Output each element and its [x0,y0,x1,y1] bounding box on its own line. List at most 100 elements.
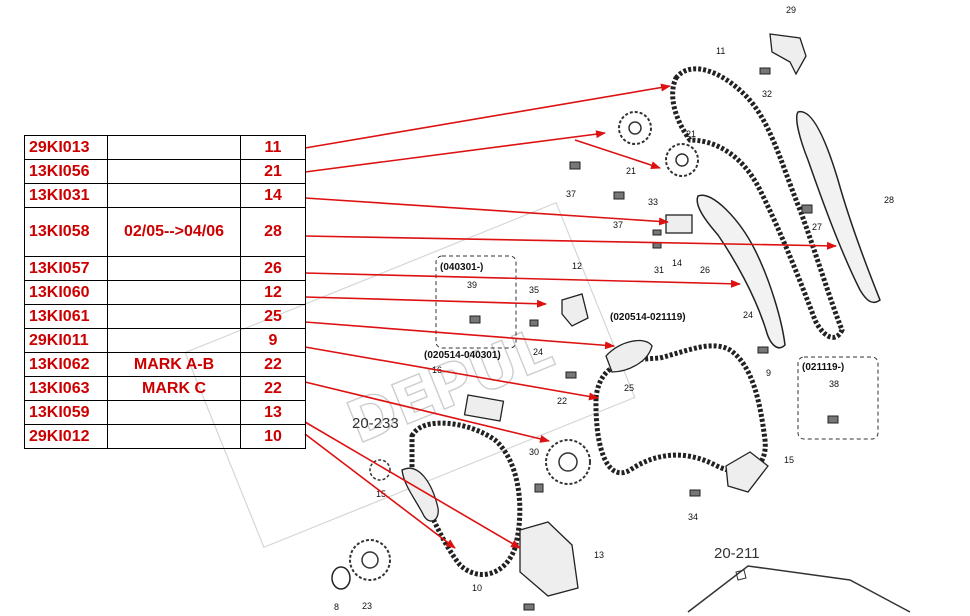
label-21-a: 21 [686,129,696,139]
variant-label-020514-021119: (020514-021119) [610,312,686,323]
small-sprocket [369,459,391,481]
label-9: 9 [766,368,771,378]
middle-timing-chain [593,343,768,476]
camshaft-sprocket-upper [618,111,652,145]
bolt-37-a [569,161,581,170]
label-25: 25 [624,383,634,393]
cell-ref: 25 [240,304,306,329]
label-27: 27 [812,222,822,232]
table-row: 13KI031 14 [24,183,306,208]
cell-ref: 21 [240,159,306,184]
bolt-39 [469,315,481,324]
arrow-21-a [304,130,606,173]
table-row: 13KI060 12 [24,280,306,305]
variant-box-021119 [797,356,879,440]
cell-note [107,135,241,160]
table-row: 13KI059 13 [24,400,306,425]
label-29: 29 [786,5,796,15]
label-34: 34 [688,512,698,522]
cell-ref: 13 [240,400,306,425]
tensioner-rail-26 [696,194,786,349]
bolt-30 [534,483,544,493]
tensioner-14 [665,214,693,234]
cell-ref: 14 [240,183,306,208]
label-35: 35 [529,285,539,295]
label-13: 13 [594,550,604,560]
label-22: 22 [557,396,567,406]
cell-ref: 12 [240,280,306,305]
label-39: 39 [467,280,477,290]
cell-ref: 22 [240,376,306,401]
cell-note: MARK A-B [107,352,241,377]
label-14: 14 [672,258,682,268]
tensioner-13 [519,521,579,597]
guide-15-right [725,451,769,493]
cell-code: 13KI057 [24,256,108,281]
label-8: 8 [334,602,339,612]
arrow-14 [304,197,669,226]
bolt-bottom [523,603,535,611]
bolt-38 [827,415,839,424]
label-31: 31 [654,265,664,275]
variant-label-020514-040301: (020514-040301) [424,350,501,361]
section-ref-20-211: 20-211 [714,545,760,562]
section-ref-20-233: 20-233 [352,415,399,432]
variant-label-040301: (040301-) [440,262,483,273]
cell-note [107,304,241,329]
label-37-a: 37 [566,189,576,199]
cell-note [107,159,241,184]
engine-block-outline [687,565,911,613]
arrow-11 [304,83,671,149]
bolt-37-b [613,191,625,200]
table-row: 29KI011 9 [24,328,306,353]
cell-code: 13KI031 [24,183,108,208]
cell-code: 13KI061 [24,304,108,329]
washer-8 [331,566,351,590]
cell-code: 13KI059 [24,400,108,425]
arrow-12 [304,296,547,308]
cell-ref: 10 [240,424,306,449]
label-24-a: 24 [743,310,753,320]
cell-code: 13KI060 [24,280,108,305]
guide-25 [605,339,653,373]
cell-note: 02/05-->04/06 [107,207,241,257]
bolt-24-b [565,371,577,379]
bracket-29 [769,33,807,76]
bolt-32 [759,67,771,75]
engine-block-inner [735,569,747,581]
cell-note [107,256,241,281]
cell-code: 29KI011 [24,328,108,353]
bolt-34 [689,489,701,497]
cell-ref: 9 [240,328,306,353]
bolt-35 [529,319,539,327]
cell-note: MARK C [107,376,241,401]
label-38: 38 [829,379,839,389]
cell-code: 13KI062 [24,352,108,377]
guide-15-left [401,467,439,522]
label-15-right: 15 [784,455,794,465]
arrow-21-b [574,139,661,169]
bolt-31 [652,242,662,249]
cell-code: 13KI063 [24,376,108,401]
variant-labels: (040301-) (020514-021119) (020514-040301… [424,262,844,373]
arrow-9 [304,346,599,401]
pointer-arrows [304,83,837,549]
label-21-b: 21 [626,166,636,176]
variant-box-040301 [435,255,517,349]
cell-ref: 11 [240,135,306,160]
crank-sprocket-23 [349,539,391,581]
label-37-b: 37 [613,220,623,230]
arrow-22 [304,381,550,443]
arrow-10 [304,433,456,549]
label-24-b: 24 [533,347,543,357]
intermediate-sprocket-22 [545,439,591,485]
